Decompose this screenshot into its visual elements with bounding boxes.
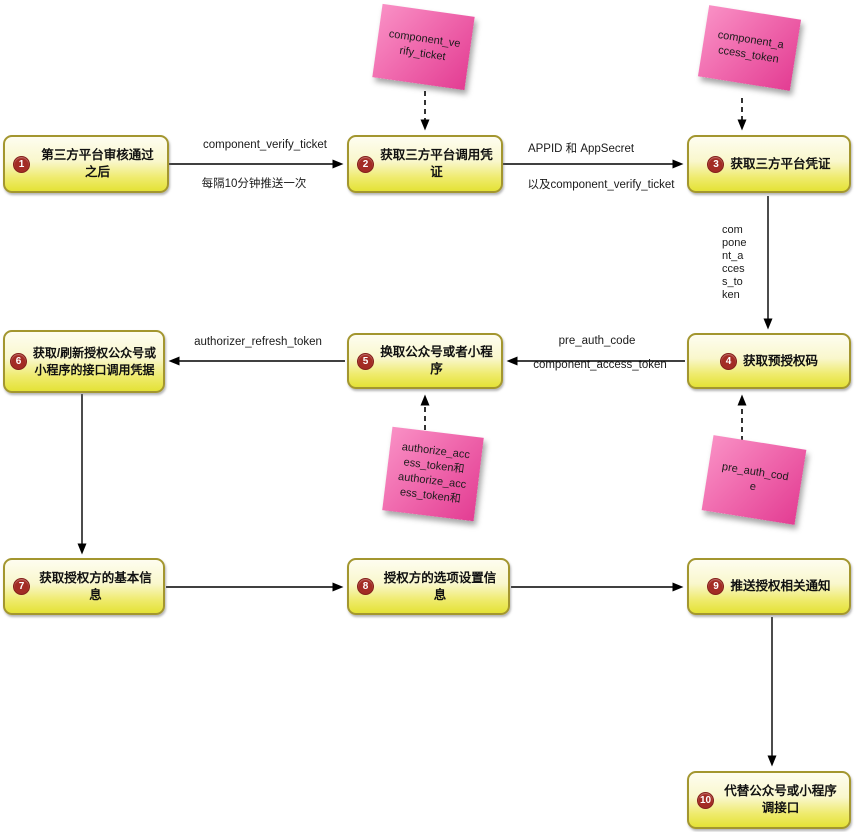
step1-label: 第三方平台审核通过之后 — [41, 148, 154, 179]
node-step10-call-api-on-behalf: 10 代替公众号或小程序调接口 — [687, 771, 851, 829]
sticky-note-component-verify-ticket: component_ve rify_ticket — [372, 3, 475, 91]
edge-label-component-verify-ticket: component_verify_ticket — [202, 139, 328, 151]
step10-number-badge: 10 — [697, 791, 714, 809]
sticky-note-component-access-token: component_a ccess_token — [697, 5, 802, 91]
sticky-note-authorize-access-token: authorize_acc ess_token和 authorize_acc e… — [382, 426, 484, 522]
node-step2-get-platform-call-credential: 2 获取三方平台调用凭证 — [347, 135, 503, 193]
step2-label: 获取三方平台调用凭证 — [380, 148, 493, 179]
edge-label-component-access-token: component_access_token — [533, 359, 667, 371]
step6-number-badge: 6 — [10, 353, 27, 370]
step4-label: 获取预授权码 — [742, 353, 818, 368]
step9-label: 推送授权相关通知 — [730, 579, 831, 594]
edge-label-authorizer-refresh-token: authorizer_refresh_token — [194, 336, 322, 348]
step8-number-badge: 8 — [357, 578, 374, 595]
edge-label-appid-appsecret: APPID 和 AppSecret — [527, 143, 635, 155]
step7-number-badge: 7 — [13, 578, 30, 595]
node-step8-authorizer-option-settings: 8 授权方的选项设置信息 — [347, 558, 510, 615]
node-step3-get-platform-credential: 3 获取三方平台凭证 — [687, 135, 851, 193]
node-step9-push-authorization-notice: 9 推送授权相关通知 — [687, 558, 851, 615]
edge-label-and-component-verify-ticket: 以及component_verify_ticket — [527, 179, 675, 191]
node-step6-get-refresh-api-credential: 6 获取/刷新授权公众号或小程序的接口调用凭据 — [3, 330, 165, 393]
edge-label-component-access-token-vertical: com pone nt_a cces s_to ken — [722, 224, 747, 301]
step1-number-badge: 1 — [13, 155, 30, 173]
node-step4-get-pre-auth-code: 4 获取预授权码 — [687, 333, 851, 389]
step6-label: 获取/刷新授权公众号或小程序的接口调用凭据 — [32, 346, 157, 377]
step7-label: 获取授权方的基本信息 — [39, 570, 152, 602]
step5-number-badge: 5 — [357, 352, 374, 370]
node-step5-exchange-official-account: 5 换取公众号或者小程序 — [347, 333, 503, 389]
node-step7-get-authorizer-basic-info: 7 获取授权方的基本信息 — [3, 558, 165, 615]
step4-number-badge: 4 — [719, 352, 737, 370]
sticky-note-pre-auth-code: pre_auth_cod e — [701, 435, 807, 525]
step9-number-badge: 9 — [707, 578, 725, 595]
step3-number-badge: 3 — [707, 155, 725, 173]
step10-label: 代替公众号或小程序调接口 — [724, 784, 837, 815]
step2-number-badge: 2 — [357, 155, 374, 173]
step8-label: 授权方的选项设置信息 — [383, 570, 497, 602]
edge-label-push-interval: 每隔10分钟推送一次 — [201, 178, 307, 190]
edge-label-pre-auth-code: pre_auth_code — [558, 335, 636, 347]
node-step1-platform-approved: 1 第三方平台审核通过之后 — [3, 135, 169, 193]
step3-label: 获取三方平台凭证 — [730, 156, 831, 171]
step5-label: 换取公众号或者小程序 — [380, 345, 493, 376]
